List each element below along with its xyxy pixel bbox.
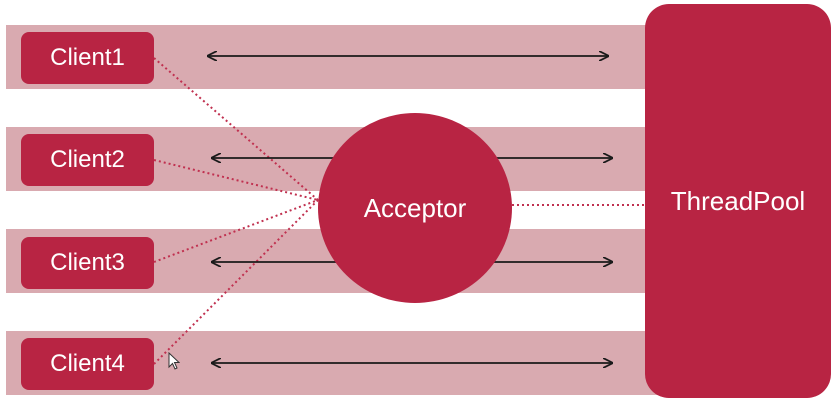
client3-node: Client3 — [21, 237, 154, 289]
client3-to-acceptor-line — [153, 199, 319, 263]
client2-label: Client2 — [50, 146, 125, 173]
threadpool-block: ThreadPool — [645, 4, 831, 398]
mouse-pointer-icon — [168, 352, 180, 370]
threadpool-label: ThreadPool — [670, 185, 806, 216]
client2-node: Client2 — [21, 134, 154, 186]
acceptor-node: Acceptor — [318, 113, 512, 303]
client3-label: Client3 — [50, 249, 125, 276]
client1-to-acceptor-line — [153, 57, 319, 201]
client1-node: Client1 — [21, 32, 154, 84]
client4-label: Client4 — [50, 350, 125, 377]
client4-to-acceptor-line — [153, 199, 319, 365]
client4-node: Client4 — [21, 338, 154, 390]
client1-label: Client1 — [50, 44, 125, 71]
client2-to-acceptor-line — [153, 159, 319, 201]
acceptor-label: Acceptor — [363, 192, 467, 223]
